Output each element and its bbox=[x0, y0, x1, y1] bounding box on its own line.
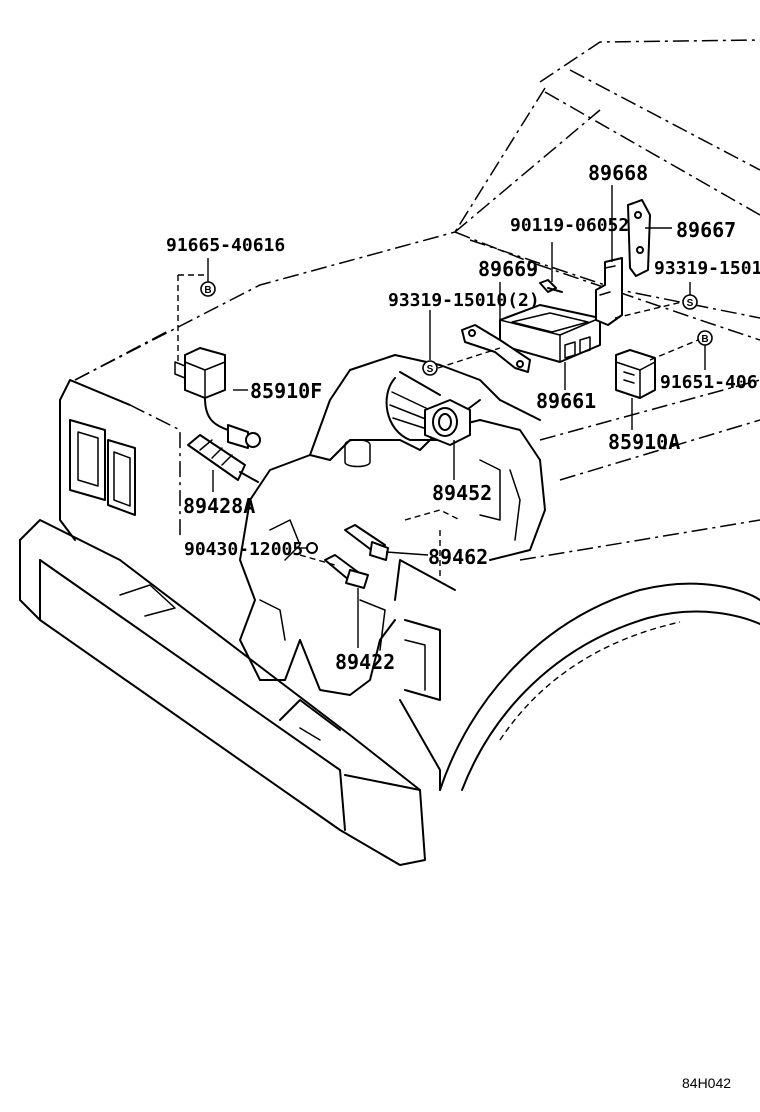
bolt-90119[interactable] bbox=[539, 279, 563, 293]
badge-s-mid: S bbox=[422, 360, 438, 376]
label-89668[interactable]: 89668 bbox=[588, 161, 648, 185]
vehicle-body bbox=[19, 39, 760, 866]
svg-text:S: S bbox=[427, 364, 434, 375]
label-89428a[interactable]: 89428A bbox=[183, 494, 255, 518]
sensor-89428a[interactable] bbox=[187, 434, 259, 483]
label-91651-406[interactable]: 91651-406 bbox=[660, 372, 758, 393]
svg-text:S: S bbox=[687, 298, 694, 309]
relay-85910a[interactable] bbox=[615, 349, 656, 399]
diagram-code: 84H042 bbox=[682, 1075, 731, 1091]
engine-block bbox=[239, 354, 546, 696]
svg-text:B: B bbox=[204, 285, 211, 296]
bracket-89668[interactable] bbox=[595, 257, 623, 326]
svg-text:B: B bbox=[701, 334, 708, 345]
relay-85910f[interactable] bbox=[174, 347, 261, 449]
label-85910f[interactable]: 85910F bbox=[250, 379, 322, 403]
label-93319-1501[interactable]: 93319-1501 bbox=[654, 258, 760, 279]
bracket-89669[interactable] bbox=[461, 324, 531, 373]
bracket-89667[interactable] bbox=[627, 199, 651, 277]
label-91665-40616[interactable]: 91665-40616 bbox=[166, 235, 285, 256]
label-89661[interactable]: 89661 bbox=[536, 389, 596, 413]
label-90430-12005[interactable]: 90430-12005 bbox=[184, 539, 303, 560]
badge-b-left: B bbox=[200, 281, 216, 297]
ecu-89661[interactable] bbox=[499, 304, 601, 363]
label-89452[interactable]: 89452 bbox=[432, 481, 492, 505]
label-85910a[interactable]: 85910A bbox=[608, 430, 680, 454]
label-93319-15010[interactable]: 93319-15010(2) bbox=[388, 290, 540, 311]
sensor-89422[interactable] bbox=[306, 542, 369, 589]
leader-lines bbox=[177, 185, 706, 648]
airflow-meter-89452[interactable] bbox=[424, 399, 471, 446]
label-90119-06052[interactable]: 90119-06052 bbox=[510, 215, 629, 236]
part-labels: 89668 90119-06052 89667 91665-40616 8966… bbox=[166, 161, 760, 674]
badge-b-right: B bbox=[697, 330, 713, 346]
label-89669[interactable]: 89669 bbox=[478, 257, 538, 281]
label-89462[interactable]: 89462 bbox=[428, 545, 488, 569]
sensor-89462[interactable] bbox=[344, 524, 389, 561]
label-89422[interactable]: 89422 bbox=[335, 650, 395, 674]
label-89667[interactable]: 89667 bbox=[676, 218, 736, 242]
badge-s-right: S bbox=[682, 294, 698, 310]
